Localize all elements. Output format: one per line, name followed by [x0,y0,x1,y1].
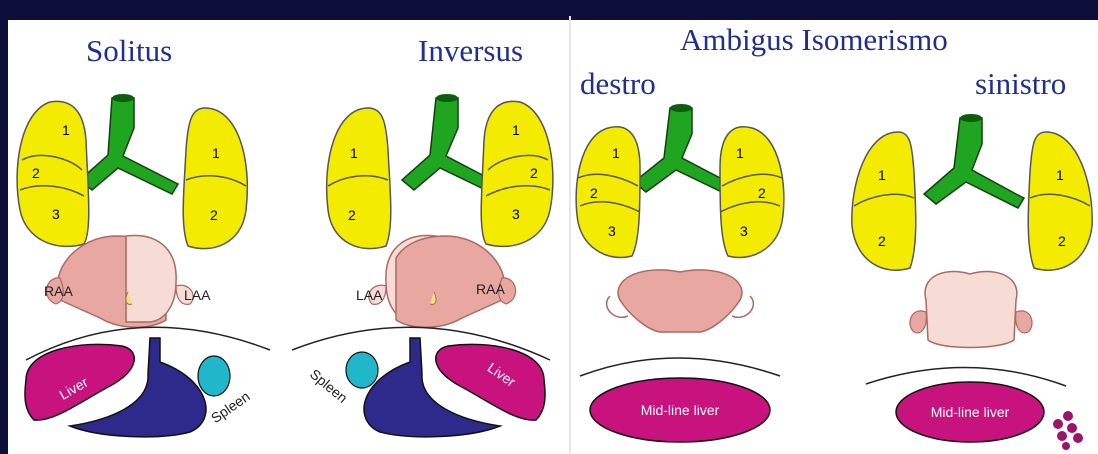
solitus-spleen [198,356,230,396]
solitus-lobe-1-right: 1 [62,122,70,138]
solitus-trachea-opening [112,94,134,102]
destro-midline-liver-label: Mid-line liver [641,402,720,418]
sinistro-lobe-2-left: 2 [1058,233,1066,249]
sinistro-appendage-right [910,311,926,333]
solitus-lobe-2-left: 2 [210,207,218,223]
inversus-lobe-1-right: 1 [512,122,520,138]
inversus-lobe-2-right: 2 [530,165,538,181]
sinistro-midline-liver-label: Mid-line liver [931,404,1010,420]
sinistro-lobe-1-left: 1 [1056,167,1064,183]
sinistro-atria [910,272,1032,348]
destro-lobe-1-left: 1 [736,145,744,161]
solitus-lobe-2-right: 2 [32,165,40,181]
sinistro-trachea-opening [960,114,982,122]
destro-lobe-2-right: 2 [590,185,598,201]
solitus-lobe-3-right: 3 [52,206,60,222]
destro-lobe-2-left: 2 [758,185,766,201]
inversus-lobe-2-left: 2 [348,207,356,223]
solitus-raa-label: RAA [44,283,73,299]
sinistro-lobe-1-right: 1 [878,167,886,183]
heading-solitus: Solitus [86,35,172,66]
heading-sinistro: sinistro [975,68,1066,99]
destro-lobe-3-left: 3 [740,223,748,239]
inversus-spleen [346,352,378,388]
heading-inversus: Inversus [418,35,523,66]
destro-trachea-opening [670,104,692,112]
solitus-lobe-1-left: 1 [212,145,220,161]
heading-destro: destro [580,68,656,99]
destro-lobe-1-right: 1 [612,145,620,161]
inversus-laa-label: LAA [356,287,383,303]
sinistro-lobe-2-right: 2 [878,233,886,249]
destro-lobe-3-right: 3 [608,223,616,239]
sinistro-appendage-left [1016,311,1032,333]
solitus-right-lung [17,101,89,246]
sinistro-atrium [925,272,1017,348]
inversus-trachea-opening [436,94,458,102]
inversus-raa-label: RAA [476,281,505,297]
inversus-lobe-1-left: 1 [350,145,358,161]
top-frame-right [576,0,1098,10]
solitus-laa-label: LAA [184,287,211,303]
inversus-lobe-3-right: 3 [512,206,520,222]
heading-ambigus: Ambigus Isomerismo [680,24,948,55]
